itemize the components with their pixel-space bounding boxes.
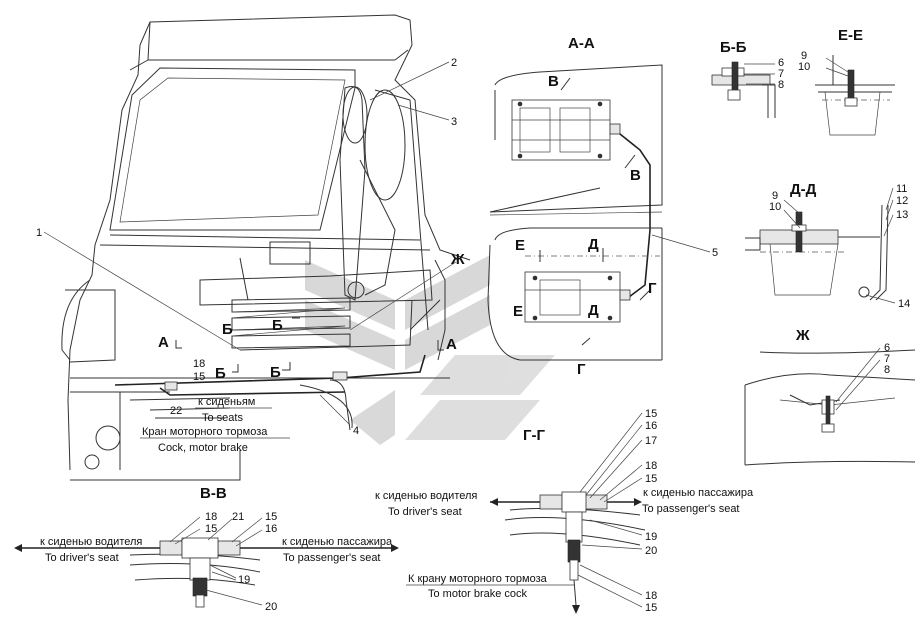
marker-b-3: Б <box>215 365 226 382</box>
vv-driver-en: To driver's seat <box>45 552 119 564</box>
section-title-aa: А-А <box>568 35 595 52</box>
part-number-4: 4 <box>353 425 359 437</box>
vv-pass-ru: к сиденью пассажира <box>282 536 393 548</box>
part-number-8-bb: 8 <box>778 79 784 91</box>
gg-driver-ru: к сиденью водителя <box>375 490 477 502</box>
part-number-20-gg: 20 <box>645 545 657 557</box>
marker-b-1: Б <box>222 321 233 338</box>
marker-e-2: Е <box>513 303 523 320</box>
part-number-18-main: 18 <box>193 358 205 370</box>
section-title-bb: Б-Б <box>720 39 747 56</box>
part-number-9-dd: 9 <box>772 190 778 202</box>
part-number-7-bb: 7 <box>778 68 784 80</box>
part-number-13: 13 <box>896 209 908 221</box>
to-seats-en: To seats <box>202 412 243 424</box>
part-number-15-gg: 15 <box>645 408 657 420</box>
gg-cock-ru: К крану моторного тормоза <box>408 573 548 585</box>
gg-pass-en: To passenger's seat <box>642 503 740 515</box>
part-number-15-vv: 15 <box>205 523 217 535</box>
marker-b-4: Б <box>270 364 281 381</box>
vv-driver-ru: к сиденью водителя <box>40 536 142 548</box>
section-bb <box>711 61 776 118</box>
marker-g-1: Г <box>648 280 657 297</box>
part-number-6-bb: 6 <box>778 57 784 69</box>
to-seats-ru: к сиденьям <box>198 396 255 408</box>
marker-v-bot: В <box>630 167 641 184</box>
watermark-logo <box>305 255 555 445</box>
part-number-15-gg-3: 15 <box>645 602 657 614</box>
part-number-16-vv: 16 <box>265 523 277 535</box>
part-number-6-zh: 6 <box>884 342 890 354</box>
gg-cock-en: To motor brake cock <box>428 588 528 600</box>
part-number-9-ee: 9 <box>801 50 807 62</box>
part-number-18-vv: 18 <box>205 511 217 523</box>
vv-pass-en: To passenger's seat <box>283 552 381 564</box>
part-number-3: 3 <box>451 116 457 128</box>
marker-e-1: Е <box>515 237 525 254</box>
section-title-ee: Е-Е <box>838 27 863 44</box>
part-number-22: 22 <box>170 405 182 417</box>
part-number-15-gg-2: 15 <box>645 473 657 485</box>
part-number-1: 1 <box>36 227 42 239</box>
section-aa <box>487 64 663 361</box>
marker-d-2: Д <box>588 302 599 319</box>
section-title-dd: Д-Д <box>790 181 817 198</box>
cab-view <box>61 14 471 481</box>
gg-pass-ru: к сиденью пассажира <box>643 487 754 499</box>
leader-lines-main <box>43 61 457 426</box>
section-title-gg: Г-Г <box>523 427 545 444</box>
part-number-18-gg: 18 <box>645 460 657 472</box>
part-number-19-vv: 19 <box>238 574 250 586</box>
section-zh <box>744 347 916 466</box>
part-number-15-main: 15 <box>193 371 205 383</box>
marker-zh: Ж <box>450 251 465 268</box>
section-title-vv: В-В <box>200 485 227 502</box>
marker-b-2: Б <box>272 317 283 334</box>
part-number-18-gg-3: 18 <box>645 590 657 602</box>
marker-v-top: В <box>548 73 559 90</box>
part-number-21-vv: 21 <box>232 511 244 523</box>
marker-a-right: А <box>446 336 457 353</box>
part-number-20-vv: 20 <box>265 601 277 613</box>
part-number-11: 11 <box>896 183 907 195</box>
part-number-2: 2 <box>451 57 457 69</box>
part-number-12: 12 <box>896 195 908 207</box>
part-number-10-ee: 10 <box>798 61 810 73</box>
section-vv <box>14 516 399 608</box>
part-number-15-vv-2: 15 <box>265 511 277 523</box>
marker-a-left: А <box>158 334 169 351</box>
part-number-14: 14 <box>898 298 910 310</box>
cock-ru: Кран моторного тормоза <box>142 426 268 438</box>
part-number-7-zh: 7 <box>884 353 890 365</box>
marker-d-1: Д <box>588 236 599 253</box>
section-dd <box>745 187 896 304</box>
part-number-17-gg: 17 <box>645 435 657 447</box>
section-gg <box>490 412 646 614</box>
marker-g-2: Г <box>577 361 586 378</box>
gg-driver-en: To driver's seat <box>388 506 462 518</box>
cock-en: Cock, motor brake <box>158 442 248 454</box>
section-ee <box>815 55 895 136</box>
part-number-19-gg: 19 <box>645 531 657 543</box>
section-title-zh: Ж <box>795 327 810 344</box>
part-number-5: 5 <box>712 247 718 259</box>
part-number-16-gg: 16 <box>645 420 657 432</box>
part-number-10-dd: 10 <box>769 201 781 213</box>
part-number-8-zh: 8 <box>884 364 890 376</box>
